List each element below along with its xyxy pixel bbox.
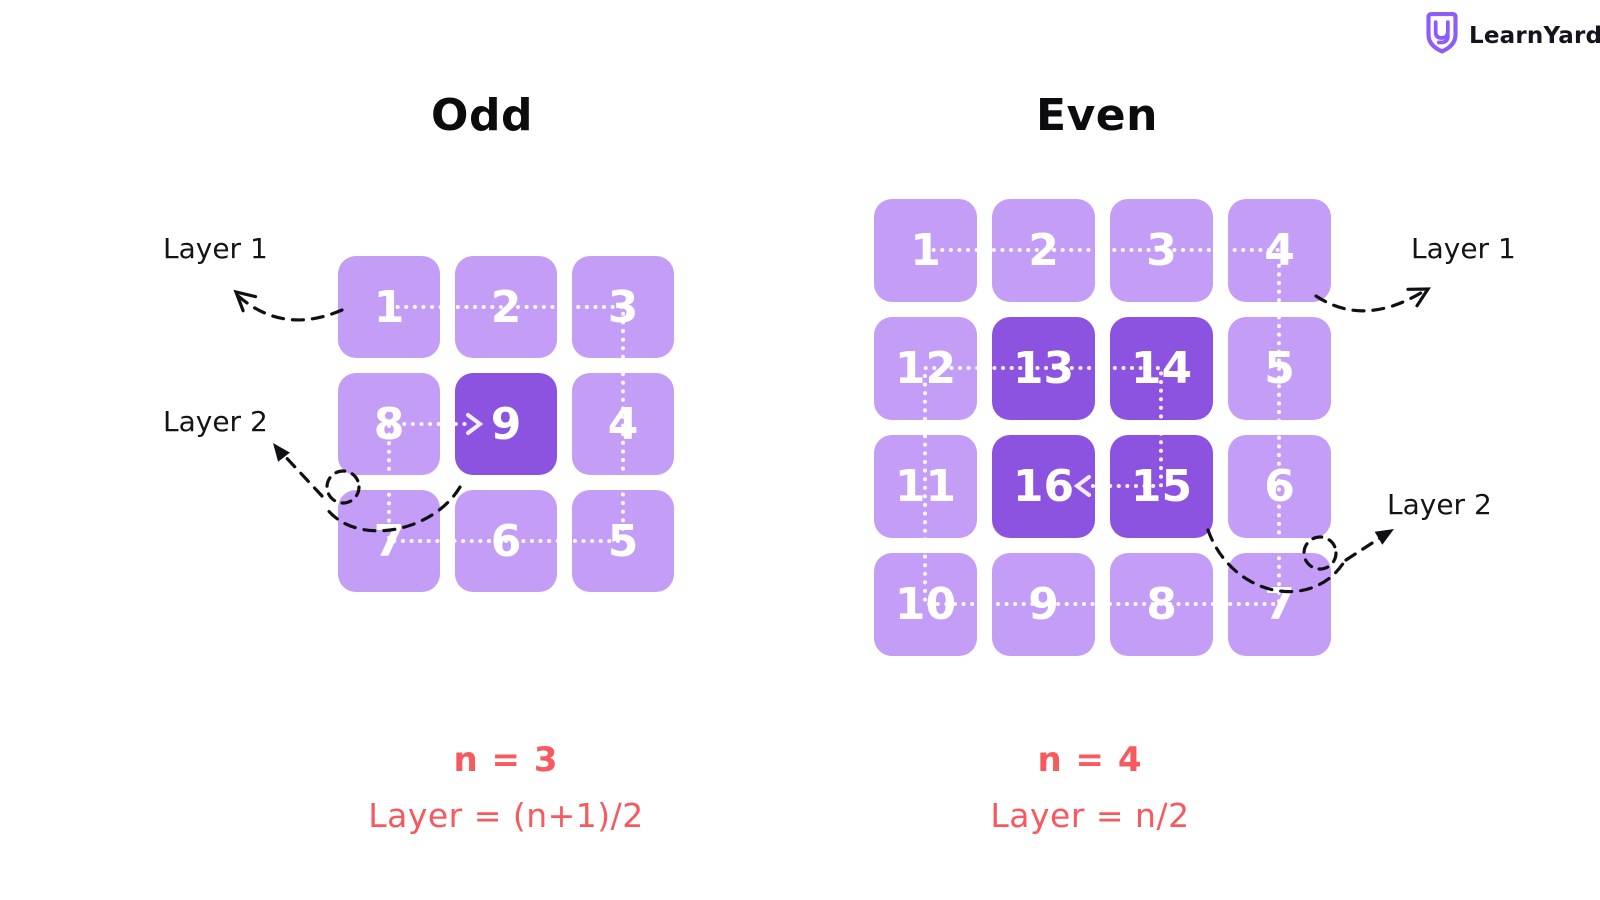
layer2-arrow-even-segment <box>1344 532 1388 562</box>
layer1-arrow-odd <box>234 292 344 322</box>
layer1-arrow-even <box>1314 289 1426 313</box>
matrix-cell: 5 <box>572 490 674 592</box>
odd-matrix: 1 2 3 8 9 4 7 6 5 <box>338 256 674 592</box>
even-matrix: 1 2 3 4 12 13 14 5 11 16 15 6 10 9 8 7 <box>874 199 1331 656</box>
matrix-cell: 7 <box>1228 553 1331 656</box>
matrix-cell-layer2: 15 <box>1110 435 1213 538</box>
matrix-cell: 9 <box>992 553 1095 656</box>
matrix-cell: 2 <box>992 199 1095 302</box>
even-layer2-label: Layer 2 <box>1387 488 1492 521</box>
matrix-cell-layer2: 9 <box>455 373 557 475</box>
odd-layer1-label: Layer 1 <box>163 232 268 265</box>
layer2-arrow-odd-segment <box>279 450 324 498</box>
layer2-arrowhead-odd <box>273 443 290 462</box>
even-n-label: n = 4 <box>1037 740 1143 780</box>
matrix-cell: 4 <box>1228 199 1331 302</box>
matrix-cell-layer2: 16 <box>992 435 1095 538</box>
matrix-cell: 2 <box>455 256 557 358</box>
even-layer-formula: Layer = n/2 <box>990 796 1190 835</box>
matrix-cell-layer2: 13 <box>992 317 1095 420</box>
odd-title: Odd <box>431 90 533 141</box>
matrix-cell: 1 <box>874 199 977 302</box>
matrix-cell: 3 <box>572 256 674 358</box>
even-formula-block: n = 4 Layer = n/2 <box>910 740 1270 835</box>
matrix-cell: 5 <box>1228 317 1331 420</box>
matrix-cell: 12 <box>874 317 977 420</box>
matrix-cell: 6 <box>1228 435 1331 538</box>
matrix-cell: 7 <box>338 490 440 592</box>
odd-layer-formula: Layer = (n+1)/2 <box>368 796 644 835</box>
even-title: Even <box>1036 90 1158 141</box>
matrix-cell: 8 <box>1110 553 1213 656</box>
matrix-cell: 4 <box>572 373 674 475</box>
matrix-cell: 11 <box>874 435 977 538</box>
matrix-cell: 10 <box>874 553 977 656</box>
learnyard-logo: LearnYard <box>1424 11 1600 55</box>
layer1-arrowhead-even <box>1406 287 1431 308</box>
matrix-cell: 3 <box>1110 199 1213 302</box>
brand-name: LearnYard <box>1469 23 1600 49</box>
even-layer1-label: Layer 1 <box>1411 232 1516 265</box>
learnyard-shield-icon <box>1426 12 1458 54</box>
odd-n-label: n = 3 <box>453 740 559 780</box>
matrix-cell: 6 <box>455 490 557 592</box>
layer1-arrowhead-odd <box>233 289 258 313</box>
layer2-arrowhead-even <box>1374 529 1394 545</box>
matrix-cell: 8 <box>338 373 440 475</box>
odd-layer2-label: Layer 2 <box>163 405 268 438</box>
matrix-cell: 1 <box>338 256 440 358</box>
matrix-cell-layer2: 14 <box>1110 317 1213 420</box>
odd-formula-block: n = 3 Layer = (n+1)/2 <box>326 740 686 835</box>
